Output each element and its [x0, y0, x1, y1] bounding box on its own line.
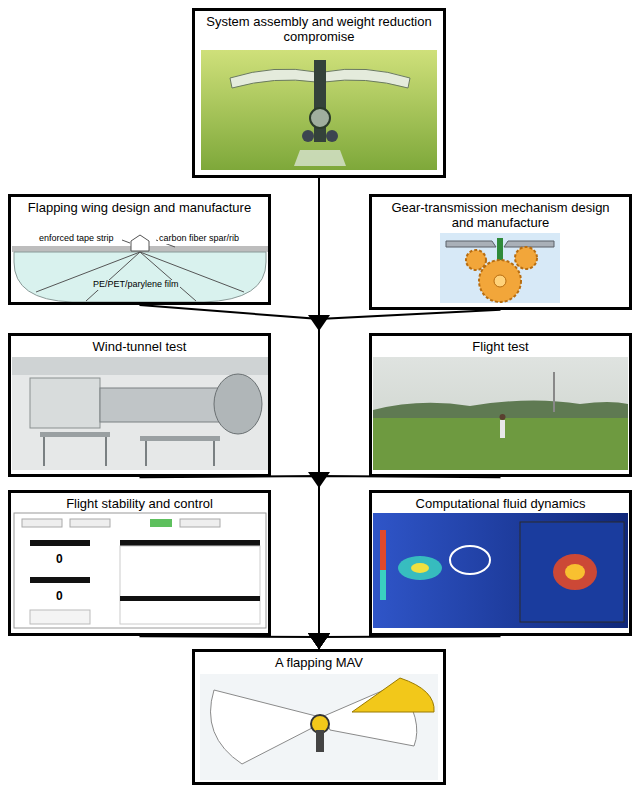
box-heading: A flapping MAV	[195, 652, 443, 670]
flight-test-photo	[553, 372, 555, 412]
control-ui-screenshot	[120, 596, 260, 601]
cfd-image	[553, 554, 597, 590]
flight-test-photo	[373, 357, 628, 470]
control-ui-screenshot	[120, 546, 260, 624]
annotation-label: enforced tape strip	[38, 234, 115, 244]
wind-tunnel-photo	[100, 388, 220, 422]
flow-arrow	[319, 310, 501, 649]
gear-drawing	[466, 250, 486, 270]
control-ui-screenshot	[30, 577, 90, 583]
mav-rendering	[200, 674, 438, 780]
mav-rendering	[211, 690, 317, 764]
flight-test-photo	[373, 357, 628, 470]
process-box: Flight test	[369, 333, 632, 477]
assembly-photo	[230, 69, 316, 88]
mav-rendering	[352, 678, 434, 712]
mav-rendering	[200, 674, 438, 780]
box-heading: Gear-transmission mechanism design and m…	[372, 197, 629, 231]
merge-arrowhead	[308, 315, 330, 331]
control-ui-screenshot	[180, 519, 220, 527]
display-value: 0	[55, 553, 64, 566]
wind-tunnel-photo	[140, 436, 220, 441]
control-ui-screenshot	[14, 513, 266, 628]
box-heading: System assembly and weight reduction com…	[195, 11, 443, 45]
wind-tunnel-photo	[40, 432, 110, 437]
gear-drawing	[515, 247, 537, 269]
cfd-image	[411, 563, 429, 573]
cfd-image	[398, 556, 442, 580]
control-ui-screenshot	[70, 519, 110, 527]
wind-tunnel-photo	[12, 357, 268, 470]
cfd-image	[380, 530, 386, 570]
cfd-image	[380, 570, 386, 600]
wing-drawing	[14, 252, 266, 302]
wind-tunnel-photo	[44, 437, 214, 466]
wind-tunnel-photo	[12, 357, 268, 375]
display-value: 0	[55, 590, 64, 603]
assembly-photo	[324, 69, 410, 88]
process-box: Computational fluid dynamics	[369, 490, 632, 636]
wing-drawing	[131, 235, 149, 251]
cfd-image	[565, 564, 585, 580]
cfd-image	[373, 513, 628, 628]
wing-drawing	[12, 235, 268, 302]
wind-tunnel-photo	[12, 357, 268, 470]
process-box: System assembly and weight reduction com…	[192, 8, 446, 178]
control-ui-screenshot	[120, 540, 260, 546]
annotation-label: carbon fiber spar/rib	[158, 234, 240, 244]
assembly-photo	[294, 150, 346, 166]
process-box: Wind-tunnel test	[8, 333, 271, 477]
control-ui-screenshot	[30, 610, 90, 624]
assembly-photo	[326, 130, 338, 142]
gear-drawing	[440, 233, 560, 303]
flight-test-photo	[500, 420, 505, 438]
control-ui-screenshot	[30, 540, 90, 546]
control-ui-screenshot	[22, 519, 62, 527]
gear-drawing	[494, 275, 506, 287]
box-heading: Flight stability and control	[11, 493, 268, 511]
mav-rendering	[316, 730, 324, 752]
assembly-photo	[201, 50, 437, 170]
control-ui-screenshot	[150, 519, 172, 527]
merge-arrowhead	[308, 472, 330, 488]
assembly-photo	[302, 130, 314, 142]
assembly-photo	[314, 60, 326, 142]
flow-arrow	[319, 636, 501, 649]
annotation-label: PE/PET/parylene film	[92, 280, 180, 290]
process-box: Gear-transmission mechanism design and m…	[369, 194, 632, 310]
gear-drawing	[479, 260, 521, 302]
flight-test-photo	[500, 414, 506, 420]
gear-drawing	[440, 233, 560, 303]
assembly-photo	[310, 108, 330, 128]
flow-arrow	[140, 636, 320, 649]
wind-tunnel-photo	[214, 374, 262, 434]
box-heading: Wind-tunnel test	[11, 336, 268, 354]
wing-drawing	[36, 252, 244, 301]
process-box: Flight stability and control	[8, 490, 271, 636]
process-box: A flapping MAV	[192, 649, 446, 785]
flight-test-photo	[373, 418, 628, 470]
cfd-image	[450, 546, 490, 574]
cfd-image	[520, 522, 624, 622]
cfd-image	[373, 513, 628, 628]
box-heading: Flight test	[372, 336, 629, 354]
assembly-photo	[201, 50, 437, 170]
control-ui-screenshot	[14, 513, 266, 628]
box-heading: Computational fluid dynamics	[372, 493, 629, 511]
box-heading: Flapping wing design and manufacture	[11, 197, 268, 215]
wind-tunnel-photo	[30, 378, 100, 428]
